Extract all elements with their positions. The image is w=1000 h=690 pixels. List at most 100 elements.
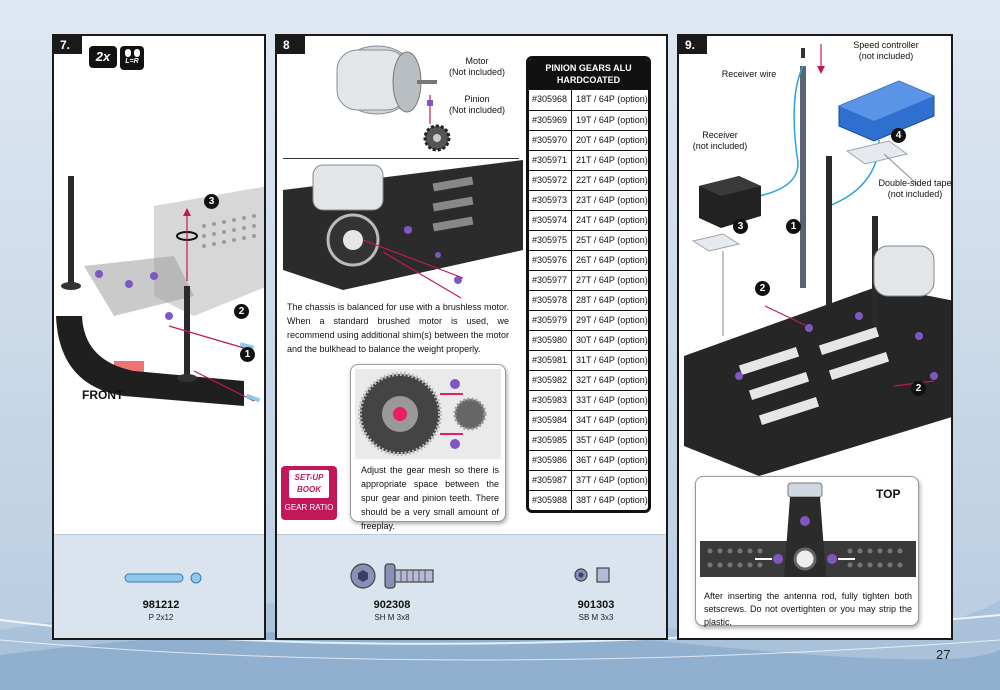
part-desc-981212: P 2x12 <box>148 613 174 622</box>
table-cell-description: 30T / 64P (option) <box>576 335 648 345</box>
divider-line <box>283 158 519 159</box>
table-row: #305980 30T / 64P (option) <box>529 330 648 350</box>
table-cell-description: 19T / 64P (option) <box>576 115 648 125</box>
gear-mesh-illustration <box>355 369 501 459</box>
step-number: 8 <box>277 36 305 54</box>
pinion-label: Pinion (Not included) <box>448 94 506 115</box>
table-cell-part-number: #305982 <box>529 371 572 390</box>
step-number: 7. <box>54 36 82 54</box>
part-desc-902308: SH M 3x8 <box>374 613 410 622</box>
setup-book-badge[interactable]: SET-UP BOOK GEAR RATIO <box>281 466 337 520</box>
part-code-902308: 902308 <box>373 599 411 611</box>
step-9-panel: 9. <box>677 34 953 640</box>
step-8-panel: 8 Motor (Not included) Pinion (Not inclu… <box>275 34 668 640</box>
speed-controller-label: Speed controller (not included) <box>853 40 919 61</box>
chassis-motor-illustration <box>283 160 523 299</box>
symmetry-badge: L=R <box>120 46 144 70</box>
antenna-text: After inserting the antenna rod, fully t… <box>704 591 912 627</box>
callout-3: 3 <box>733 219 748 234</box>
step-7-illustration <box>56 176 264 406</box>
front-label: FRONT <box>82 388 124 402</box>
table-cell-part-number: #305977 <box>529 271 572 290</box>
receiver-wire-label: Receiver wire <box>721 69 777 79</box>
table-row: #305974 24T / 64P (option) <box>529 210 648 230</box>
set-screw-icon <box>574 567 610 583</box>
table-row: #305973 23T / 64P (option) <box>529 190 648 210</box>
motor-label: Motor (Not included) <box>448 56 506 77</box>
callout-4: 4 <box>891 128 906 143</box>
table-cell-description: 36T / 64P (option) <box>576 455 648 465</box>
step-number: 9. <box>679 36 707 54</box>
setup-book-caption: GEAR RATIO <box>284 503 334 512</box>
table-cell-description: 34T / 64P (option) <box>576 415 648 425</box>
table-cell-part-number: #305986 <box>529 451 572 470</box>
double-sided-tape-label: Double-sided tape (not included) <box>878 178 952 199</box>
table-cell-description: 32T / 64P (option) <box>576 375 648 385</box>
table-cell-part-number: #305985 <box>529 431 572 450</box>
motor-illustration <box>336 45 451 152</box>
step-9-illustration <box>684 44 951 476</box>
multiplier-text: 2x <box>95 49 111 64</box>
table-cell-part-number: #305975 <box>529 231 572 250</box>
table-cell-description: 37T / 64P (option) <box>576 475 648 485</box>
table-cell-description: 27T / 64P (option) <box>576 275 648 285</box>
gear-mesh-inset: Adjust the gear mesh so there is appropr… <box>350 364 506 531</box>
callout-2b: 2 <box>911 381 926 396</box>
table-cell-description: 26T / 64P (option) <box>576 255 648 265</box>
antenna-mount-illustration <box>700 482 916 577</box>
table-cell-part-number: #305976 <box>529 251 572 270</box>
setup-book-icon: SET-UP BOOK <box>289 470 329 498</box>
table-cell-part-number: #305984 <box>529 411 572 430</box>
part-code-901303: 901303 <box>577 599 615 611</box>
table-cell-part-number: #305974 <box>529 211 572 230</box>
callout-1: 1 <box>240 347 255 362</box>
symmetry-text: L=R <box>125 58 139 65</box>
step-7-parts-bar: 981212 P 2x12 <box>54 534 264 638</box>
table-cell-description: 35T / 64P (option) <box>576 435 648 445</box>
part-desc-901303: SB M 3x3 <box>578 613 614 622</box>
table-cell-part-number: #305971 <box>529 151 572 170</box>
callout-1: 1 <box>786 219 801 234</box>
page-number: 27 <box>936 647 951 662</box>
table-cell-description: 38T / 64P (option) <box>576 495 648 505</box>
table-row: #305976 26T / 64P (option) <box>529 250 648 270</box>
callout-2a: 2 <box>755 281 770 296</box>
table-cell-part-number: #305980 <box>529 331 572 350</box>
table-cell-description: 29T / 64P (option) <box>576 315 648 325</box>
table-cell-part-number: #305969 <box>529 111 572 130</box>
table-row: #305988 38T / 64P (option) <box>529 490 648 510</box>
table-row: #305977 27T / 64P (option) <box>529 270 648 290</box>
step-7-panel: 7. 2x L=R <box>52 34 266 640</box>
table-cell-description: 22T / 64P (option) <box>576 175 648 185</box>
table-cell-part-number: #305973 <box>529 191 572 210</box>
table-row: #305986 36T / 64P (option) <box>529 450 648 470</box>
table-cell-part-number: #305981 <box>529 351 572 370</box>
receiver-label: Receiver (not included) <box>692 130 748 151</box>
table-cell-part-number: #305988 <box>529 491 572 510</box>
balance-text: The chassis is balanced for use with a b… <box>287 302 509 354</box>
table-title: PINION GEARS ALU HARDCOATED <box>529 59 648 90</box>
table-row: #305969 19T / 64P (option) <box>529 110 648 130</box>
table-row: #305985 35T / 64P (option) <box>529 430 648 450</box>
table-cell-description: 24T / 64P (option) <box>576 215 648 225</box>
table-row: #305972 22T / 64P (option) <box>529 170 648 190</box>
table-cell-description: 20T / 64P (option) <box>576 135 648 145</box>
callout-2: 2 <box>234 304 249 319</box>
table-cell-description: 28T / 64P (option) <box>576 295 648 305</box>
pin-part-icon <box>124 572 202 584</box>
step-8-parts-bar: 902308 SH M 3x8 901303 SB M 3x3 <box>277 534 666 638</box>
table-cell-description: 31T / 64P (option) <box>576 355 648 365</box>
table-row: #305981 31T / 64P (option) <box>529 350 648 370</box>
top-label: TOP <box>876 487 901 501</box>
callout-3: 3 <box>204 194 219 209</box>
table-cell-description: 23T / 64P (option) <box>576 195 648 205</box>
table-cell-part-number: #305972 <box>529 171 572 190</box>
table-cell-description: 21T / 64P (option) <box>576 155 648 165</box>
